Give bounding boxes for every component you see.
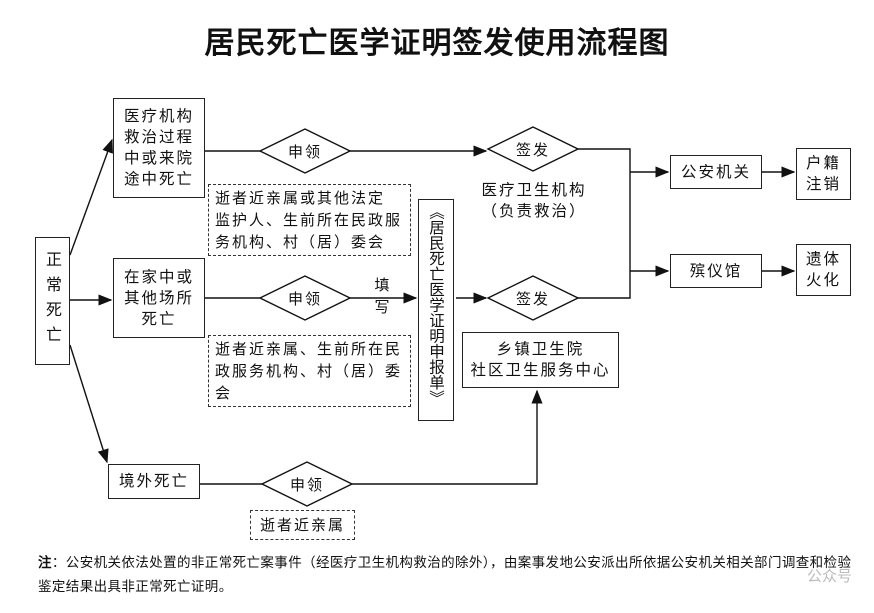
footnote-text: ：公安机关依法处置的非正常死亡案事件（经医疗卫生机构救治的除外），由案事发地公安…: [38, 555, 852, 595]
abroad-death-box: 境外死亡: [108, 464, 200, 499]
applicant-note-1: 逝者近亲属或其他法定 监护人、生前所在民政服 务机构、村（居）委会: [208, 184, 411, 256]
arrow-apply-township: [352, 389, 543, 485]
normal-death-box: 正常死亡: [35, 237, 70, 365]
sign-label-1: 签发: [515, 141, 550, 159]
watermark: 公众号: [806, 567, 852, 585]
fill-label: 填 写: [374, 276, 392, 316]
sign-label-2: 签发: [515, 290, 550, 308]
township-box: 乡镇卫生院 社区卫生服务中心: [462, 332, 619, 388]
page-title: 居民死亡医学证明签发使用流程图: [204, 26, 670, 61]
funeral-box: 殡仪馆: [670, 254, 762, 288]
hospital-death-box: 医疗机构 救治过程 中或来院 途中死亡: [113, 98, 205, 198]
arrow-to-hospital: [69, 138, 113, 256]
household-box: 户籍 注销: [796, 148, 851, 200]
apply-diamond-3: [260, 461, 354, 507]
medical-org-box: 医疗卫生机构 （负责救治）: [473, 174, 595, 228]
merge-line: [578, 148, 631, 299]
cremation-box: 遗体 火化: [796, 244, 851, 296]
footnote-label: 注: [38, 555, 52, 571]
home-death-box: 在家中或 其他场所 死亡: [113, 258, 205, 338]
sign-diamond-2: [486, 275, 580, 321]
applicant-note-2: 逝者近亲属、生前所在民 政服务机构、村（居）委 会: [208, 335, 411, 407]
apply-label-1: 申领: [287, 143, 322, 161]
footnote: 注：公安机关依法处置的非正常死亡案事件（经医疗卫生机构救治的除外），由案事发地公…: [38, 551, 858, 599]
apply-label-2: 申领: [287, 290, 322, 308]
apply-label-3: 申领: [289, 476, 324, 494]
sign-diamond-1: [486, 126, 580, 172]
apply-diamond-2: [258, 275, 352, 321]
report-form-box: 《居民死亡医学证明申报单》: [418, 199, 454, 421]
arrow-to-abroad: [69, 344, 109, 464]
apply-diamond-1: [258, 128, 352, 174]
report-form-label: 《居民死亡医学证明申报单》: [427, 204, 445, 406]
applicant-note-3: 逝者近亲属: [250, 510, 355, 540]
normal-death-label: 正常死亡: [43, 251, 62, 351]
police-box: 公安机关: [670, 155, 762, 189]
